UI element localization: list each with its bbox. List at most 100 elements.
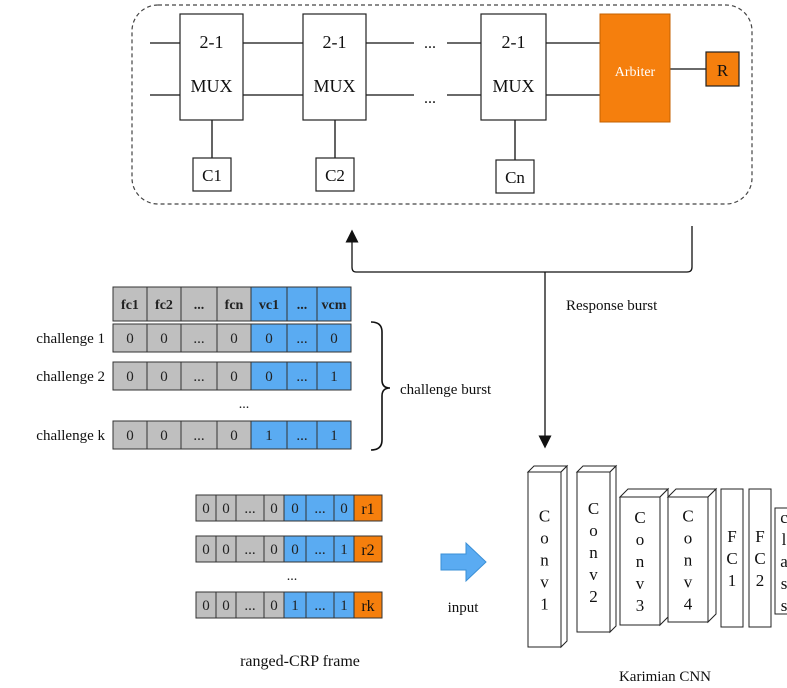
cnn-layer-label-char: 1 — [540, 595, 549, 614]
cnn-layer-label-char: o — [636, 530, 645, 549]
challenge-row-cell — [316, 323, 352, 353]
crp-response-text: r1 — [361, 501, 374, 518]
cnn-layer — [619, 496, 661, 626]
crp-cell-text: 0 — [202, 598, 210, 614]
cnn-layer-label-char: F — [755, 527, 764, 546]
challenge-row-cell — [286, 361, 318, 391]
challenge-row-cell-text: ... — [296, 369, 307, 385]
crp-cell-text: 0 — [270, 501, 278, 517]
arbiter-puf: 2-1 MUX 2-1 MUX 2-1 MUX ... ... C1 C2 — [131, 4, 753, 205]
mux-gap-ellipsis-top: ... — [424, 35, 436, 52]
cnn-layer-label-char: C — [682, 507, 693, 526]
crp-cell-text: ... — [314, 598, 325, 614]
cnn-layer-label-char: v — [540, 573, 549, 592]
challenge-row-cell-text: ... — [193, 428, 204, 444]
crp-cell — [235, 494, 265, 522]
cnn-layer-label-char: l — [782, 530, 787, 549]
header-cell — [250, 286, 288, 322]
cnn-layer-label-char: a — [780, 552, 787, 571]
challenge-row-cell-text: 0 — [160, 369, 168, 385]
crp-cell — [305, 494, 335, 522]
challenge-row-cell — [146, 361, 182, 391]
mux-2: 2-1 MUX — [302, 13, 367, 121]
input-arrow-icon — [440, 541, 487, 583]
challenge-row-cell — [316, 420, 352, 450]
challenge-row-cell-text: ... — [296, 428, 307, 444]
arbiter-label: Arbiter — [615, 65, 656, 80]
challenge-row-cell-text: 1 — [330, 369, 338, 385]
mux-n-label-bottom: MUX — [492, 76, 534, 96]
challenge-row-cell-text: 1 — [265, 428, 273, 444]
crp-cell-text: 0 — [291, 542, 299, 558]
crp-cell-text: 0 — [202, 501, 210, 517]
response-label: R — [717, 61, 729, 80]
header-cell-text: vcm — [322, 298, 347, 313]
cnn-layer-label-char: v — [636, 574, 645, 593]
challenge-row-label: challenge 2 — [36, 369, 105, 385]
challenge-row-cell — [180, 323, 218, 353]
challenge-bit-c2: C2 — [315, 157, 355, 192]
challenge-row-cell-text: 0 — [160, 331, 168, 347]
cnn-layer-label-char: 4 — [684, 595, 693, 614]
cnn-layer-label-char: o — [589, 521, 598, 540]
challenge-row-cell-text: 0 — [126, 369, 134, 385]
cnn-layer-top-face — [526, 465, 569, 473]
cnn-layer-label-char: C — [726, 549, 737, 568]
cnn-layer-label-char: v — [684, 573, 693, 592]
crp-response-cell — [353, 535, 383, 563]
challenge-row-cell-text: 0 — [126, 331, 134, 347]
challenge-row-cell-text: 0 — [265, 331, 273, 347]
challenge-row-cell — [216, 361, 252, 391]
challenge-row-cell — [146, 323, 182, 353]
crp-response-cell — [353, 591, 383, 619]
crp-cell-text: 0 — [340, 501, 348, 517]
cnn-caption: Karimian CNN — [619, 669, 711, 685]
cnn-layer-label-char: s — [781, 574, 787, 593]
header-cell-text: fc1 — [121, 298, 139, 313]
header-cell-text: ... — [194, 298, 205, 313]
challenge-row-cell-text: ... — [193, 369, 204, 385]
response-box: R — [705, 51, 740, 87]
crp-cell-text: 0 — [270, 598, 278, 614]
cnn-layer-side-face — [609, 464, 617, 634]
crp-cell-text: ... — [244, 598, 255, 614]
header-cell — [112, 286, 148, 322]
challenge-row-cell-text: ... — [193, 331, 204, 347]
cnn-layer-label-char: 2 — [756, 571, 765, 590]
cnn-layer — [774, 507, 787, 615]
arbiter-block: Arbiter — [599, 13, 671, 123]
feedback-arrows — [345, 226, 693, 449]
challenge-burst-label: challenge burst — [400, 382, 492, 398]
crp-cell-text: ... — [314, 501, 325, 517]
crp-response-text: rk — [361, 598, 374, 615]
challenge-row-cell-text: ... — [296, 331, 307, 347]
mux-n: 2-1 MUX — [480, 13, 547, 121]
cnn-layer-label-char: 3 — [636, 596, 645, 615]
challenge-row-cell-text: 0 — [330, 331, 338, 347]
response-burst-label: Response burst — [566, 298, 658, 314]
challenge-row-label: challenge k — [36, 428, 105, 444]
crp-response-cell — [353, 494, 383, 522]
cnn-layer-label-char: v — [589, 565, 598, 584]
crp-cell — [305, 591, 335, 619]
cnn-layer-side-face — [659, 487, 669, 627]
cnn-layer-label-char: s — [781, 596, 787, 615]
crp-cell-text: 0 — [222, 598, 230, 614]
challenge-row-cell — [216, 323, 252, 353]
crp-cell-text: ... — [244, 542, 255, 558]
cnn-layer-label-char: n — [684, 551, 693, 570]
challenge-row-cell — [112, 361, 148, 391]
puf-dashed-border — [131, 4, 753, 205]
challenge-row-cell-text: 0 — [265, 369, 273, 385]
crp-cell-text: 0 — [270, 542, 278, 558]
crp-cell-text: 0 — [222, 501, 230, 517]
crp-gap-ellipsis: ... — [287, 569, 298, 584]
challenge-bit-c1: C1 — [192, 157, 232, 192]
input-label: input — [448, 600, 480, 616]
cnn-layer-label-char: C — [539, 507, 550, 526]
mux-1: 2-1 MUX — [179, 13, 244, 121]
challenge-row-cell-text: 0 — [230, 331, 238, 347]
